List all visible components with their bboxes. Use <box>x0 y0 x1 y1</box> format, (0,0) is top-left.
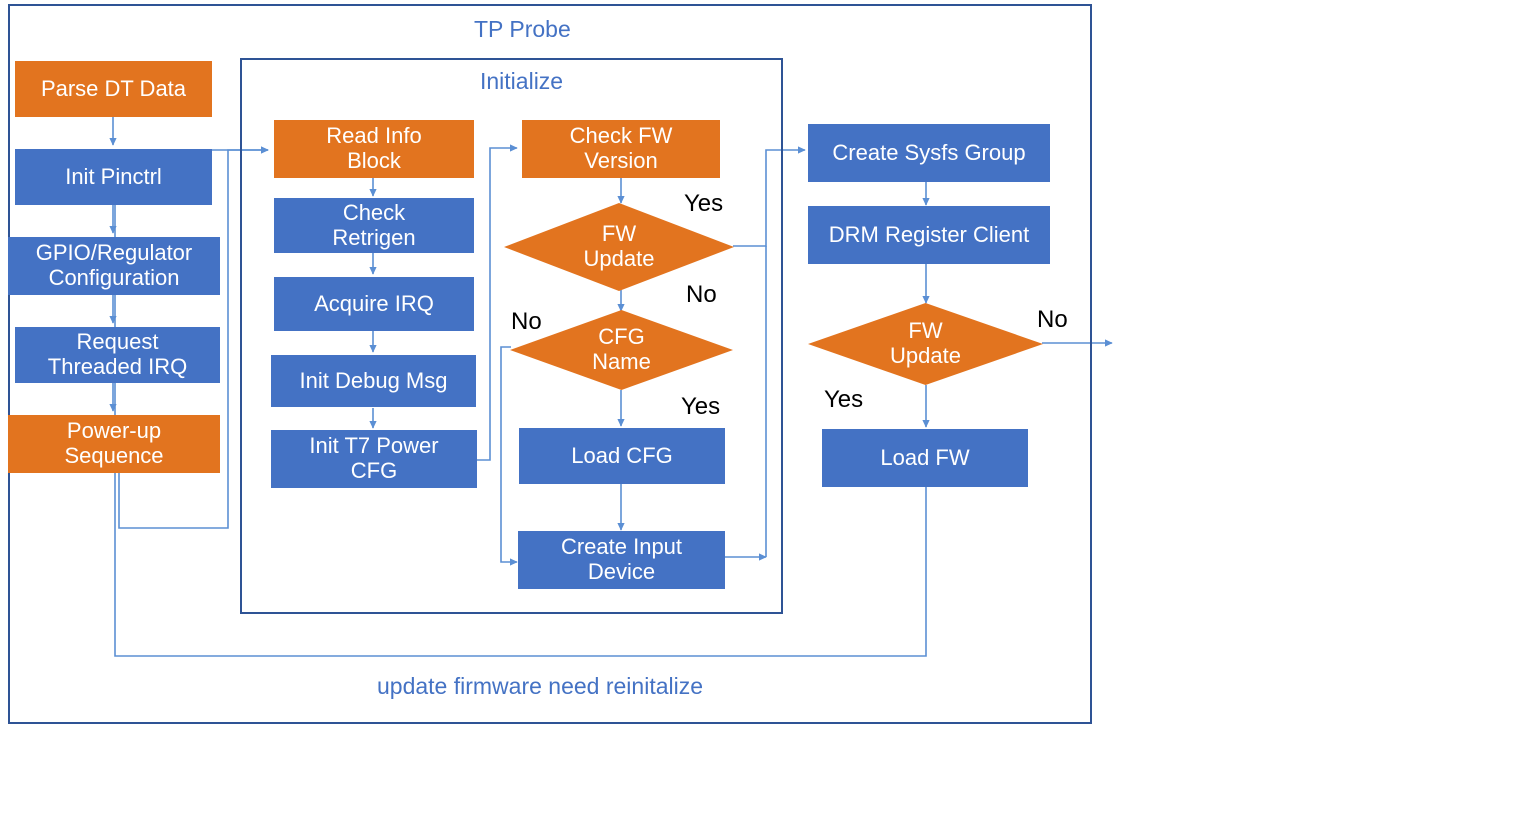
node-create-sysfs-group[interactable]: Create Sysfs Group <box>808 124 1050 182</box>
node-check-fw-version[interactable]: Check FW Version <box>522 120 720 178</box>
node-load-fw[interactable]: Load FW <box>822 429 1028 487</box>
node-label: Acquire IRQ <box>314 290 434 316</box>
node-label: Check Retrigen <box>332 199 416 250</box>
edge-label-fw-update-2-no: No <box>1037 306 1068 333</box>
node-create-input-device[interactable]: Create Input Device <box>518 531 725 589</box>
node-parse-dt-data[interactable]: Parse DT Data <box>15 61 212 117</box>
node-power-up-sequence[interactable]: Power-up Sequence <box>8 415 220 473</box>
diagram-caption: update firmware need reinitalize <box>377 673 704 699</box>
node-label: Init T7 Power CFG <box>309 433 439 483</box>
initialize-title: Initialize <box>480 68 564 94</box>
node-drm-register-client[interactable]: DRM Register Client <box>808 206 1050 264</box>
node-label: Load FW <box>880 444 970 470</box>
edge-label-cfg-name-yes: Yes <box>681 393 721 420</box>
node-read-info-block[interactable]: Read Info Block <box>274 120 474 178</box>
node-label: Create Sysfs Group <box>832 139 1026 165</box>
node-label: GPIO/Regulator Configuration <box>35 240 193 290</box>
node-label: Request Threaded IRQ <box>47 329 188 379</box>
node-label: Load CFG <box>571 442 673 468</box>
node-init-pinctrl[interactable]: Init Pinctrl <box>15 149 212 205</box>
edge-label-fw-update-1-yes: Yes <box>684 190 724 217</box>
node-label: Power-up Sequence <box>64 418 164 468</box>
node-init-debug-msg[interactable]: Init Debug Msg <box>271 355 476 407</box>
edge-label-fw-update-1-no: No <box>686 281 717 308</box>
tp-probe-container <box>8 4 1092 724</box>
node-label: Parse DT Data <box>40 75 187 101</box>
edge-label-fw-update-2-yes: Yes <box>824 386 864 413</box>
edge-label-cfg-name-no: No <box>511 308 542 335</box>
node-check-retrigen[interactable]: Check Retrigen <box>274 198 474 253</box>
node-label: DRM Register Client <box>828 221 1030 247</box>
tp-probe-title: TP Probe <box>474 16 571 42</box>
node-label: Init Pinctrl <box>65 163 162 189</box>
node-acquire-irq[interactable]: Acquire IRQ <box>274 277 474 331</box>
node-label: Read Info Block <box>326 123 422 173</box>
node-init-t7-power-cfg[interactable]: Init T7 Power CFG <box>271 430 477 488</box>
node-gpio-regulator-configuration[interactable]: GPIO/Regulator Configuration <box>8 237 220 295</box>
node-request-threaded-irq[interactable]: Request Threaded IRQ <box>15 327 220 383</box>
node-label: Init Debug Msg <box>299 367 448 393</box>
node-label: Check FW Version <box>569 123 673 173</box>
node-load-cfg[interactable]: Load CFG <box>519 428 725 484</box>
node-label: Create Input Device <box>560 534 683 584</box>
